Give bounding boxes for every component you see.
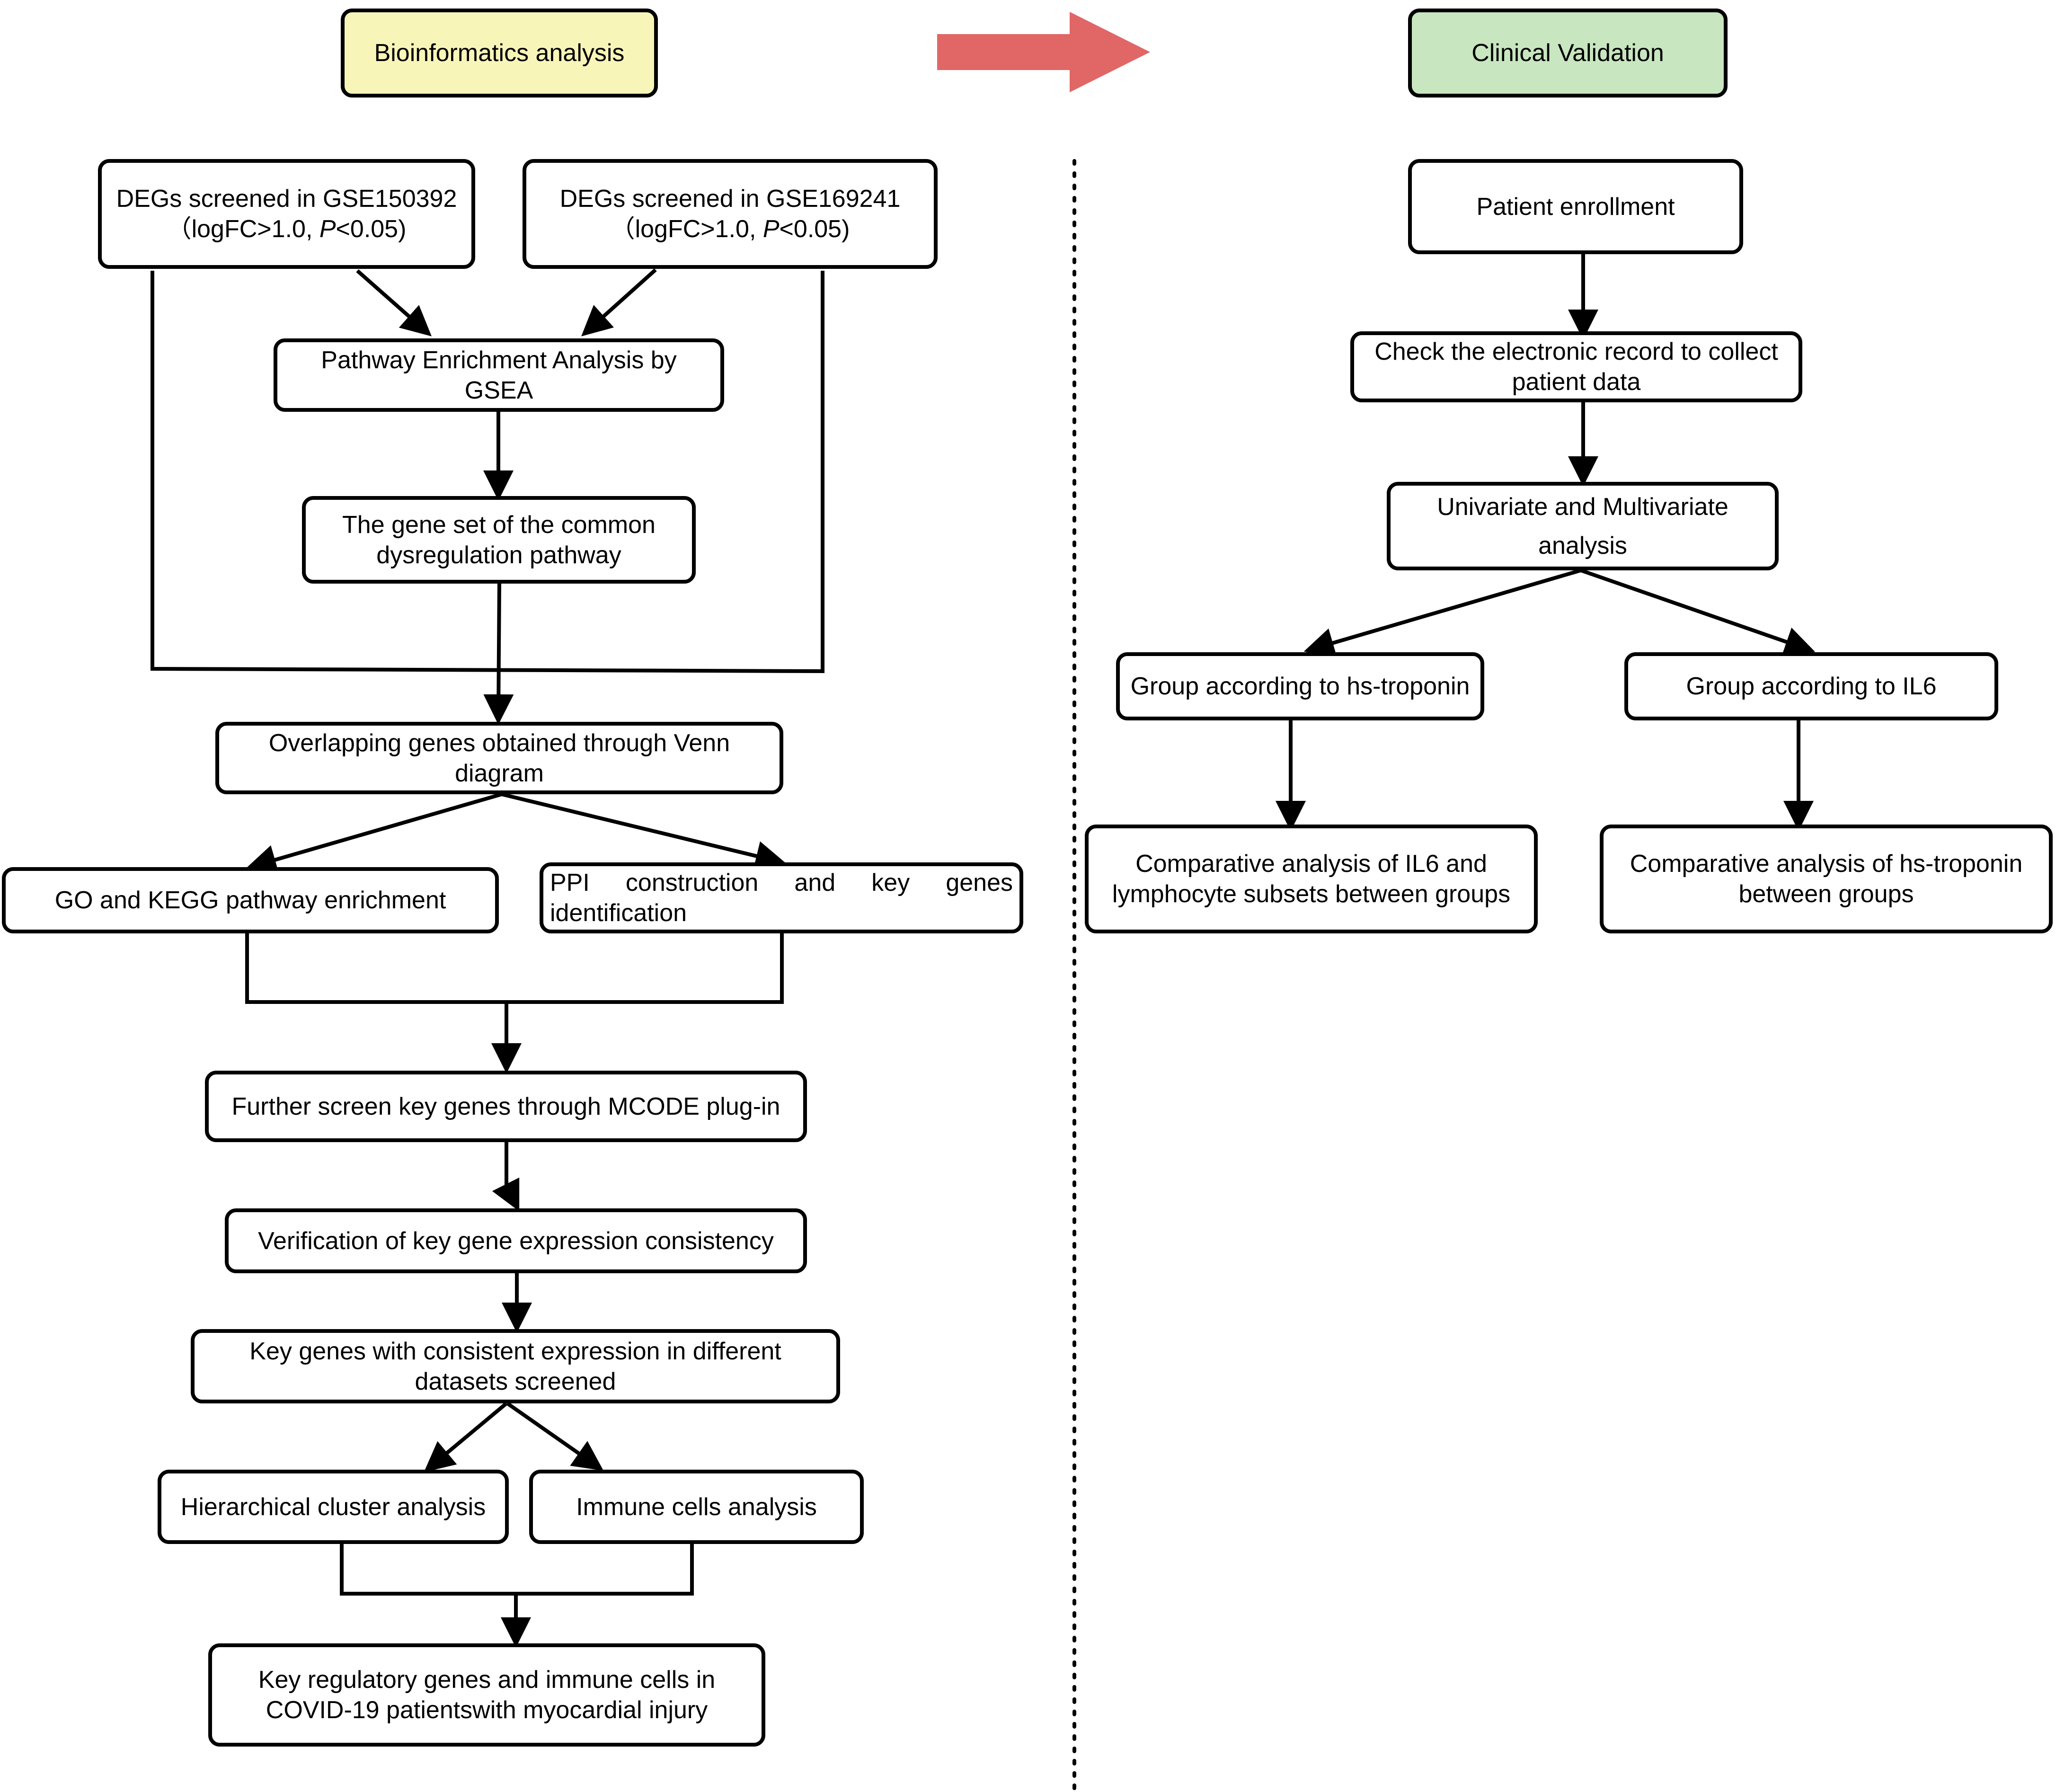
patient-enrollment-box: Patient enrollment [1408,159,1743,254]
arrow-keygenes-to-cluster [424,1402,508,1473]
deg-gse150392-box: DEGs screened in GSE150392（logFC>1.0, P<… [98,159,475,269]
hierarchical-cluster-box: Hierarchical cluster analysis [158,1470,509,1544]
group-hs-troponin-box: Group according to hs-troponin [1116,652,1484,720]
transition-arrow-icon [937,12,1150,92]
key-genes-box: Key genes with consistent expression in … [191,1329,840,1403]
clinical-validation-header: Clinical Validation [1408,9,1728,98]
univariate-multivariate-box: Univariate and Multivariate analysis [1387,482,1779,570]
comparative-hs-troponin-box: Comparative analysis of hs-troponin betw… [1600,825,2053,933]
arrow-keygenes-to-immune [506,1402,604,1471]
arrow-venn-to-ppi [501,792,786,871]
electronic-record-box: Check the electronic record to collect p… [1350,331,1802,402]
mcode-box: Further screen key genes through MCODE p… [205,1071,807,1142]
arrow-mcode-to-verification [492,1142,520,1212]
arrow-geneset-to-venn [483,583,514,725]
arrow-deg2-to-gsea [581,268,657,337]
immune-cells-box: Immune cells analysis [529,1470,864,1544]
gene-set-box: The gene set of the common dysregulation… [302,496,696,584]
deg-merge-bracket [151,271,824,674]
cluster-immune-merge-bracket [340,1544,694,1596]
deg-gse169241-box: DEGs screened in GSE169241（logFC>1.0, P<… [523,159,938,269]
ppi-box: PPI construction and key genes identific… [540,862,1023,933]
final-result-box: Key regulatory genes and immune cells in… [208,1643,765,1747]
verification-box: Verification of key gene expression cons… [225,1208,807,1273]
arrow-univariate-to-troponin [1303,568,1582,658]
venn-overlap-box: Overlapping genes obtained through Venn … [215,722,783,794]
comparative-il6-lymphocyte-box: Comparative analysis of IL6 and lymphocy… [1085,825,1538,933]
arrow-venn-to-go [246,792,503,875]
bioinformatics-header: Bioinformatics analysis [341,9,658,98]
group-il6-box: Group according to IL6 [1624,652,1998,720]
gsea-box: Pathway Enrichment Analysis by GSEA [274,338,724,412]
arrow-univariate-to-il6 [1580,568,1816,656]
go-kegg-box: GO and KEGG pathway enrichment [2,867,499,933]
go-ppi-merge-bracket [245,933,784,1004]
arrow-deg1-to-gsea [356,269,432,337]
